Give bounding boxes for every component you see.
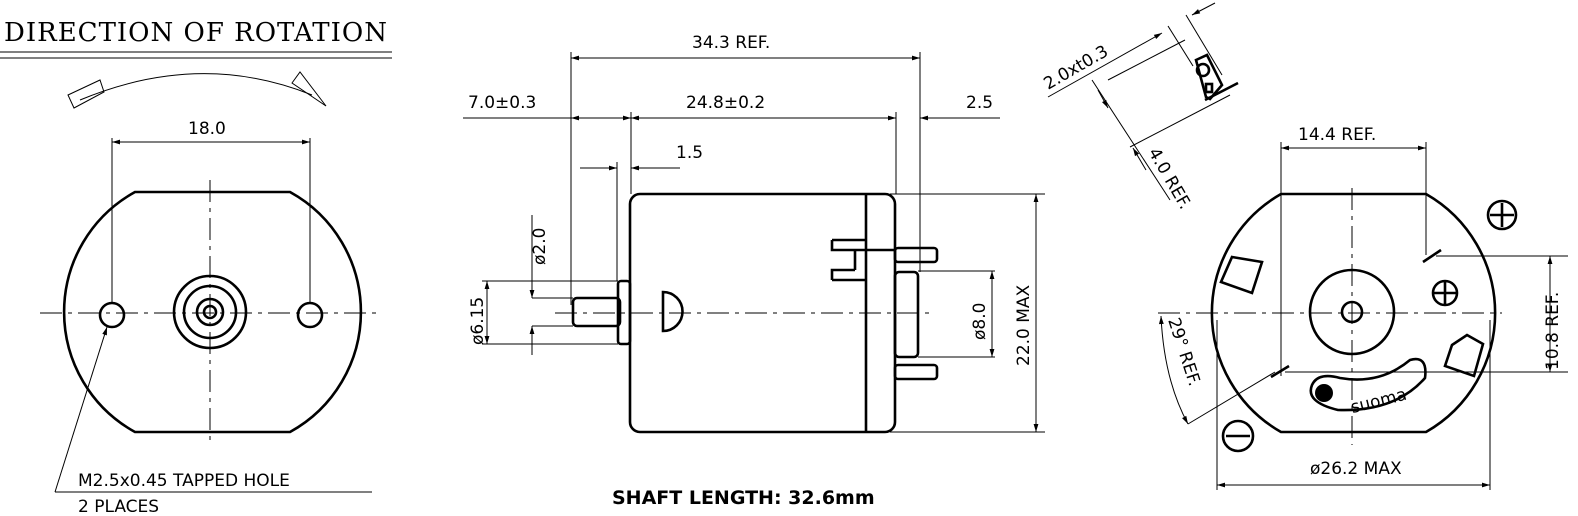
terminal-marks (1270, 248, 1442, 379)
terminal-size: 2.0xt0.3 (1041, 42, 1112, 95)
bushing-diameter: ø8.0 (970, 303, 990, 340)
side-view: 34.3 REF. 7.0±0.3 24.8±0.2 2.5 1.5 ø6.15… (463, 33, 1045, 509)
front-view: 18.0 M2.5x0.45 TAPPED HOLE 2 PLACES (40, 119, 380, 516)
rear-diameter: ø26.2 MAX (1310, 459, 1402, 479)
minus-icon (1221, 419, 1255, 453)
hole-note: M2.5x0.45 TAPPED HOLE (78, 471, 290, 491)
flange-dimension: 1.5 (676, 143, 703, 163)
flange-diameter: ø6.15 (468, 297, 488, 345)
shaft-extension-dimension: 7.0±0.3 (468, 93, 536, 113)
terminal-dimension: 2.5 (966, 93, 993, 113)
hole-note-places: 2 PLACES (78, 497, 159, 516)
shaft-length-note: SHAFT LENGTH: 32.6mm (612, 487, 875, 509)
body-diameter: 22.0 MAX (1014, 284, 1034, 366)
plus-icon (1431, 279, 1459, 307)
shaft-diameter: ø2.0 (530, 228, 550, 265)
brush-holder (1219, 255, 1485, 378)
terminal-detail: 2.0xt0.3 4.0 REF. (1041, 2, 1239, 213)
suoma-logo: suoma (1309, 357, 1427, 418)
terminal-spacing: 10.8 REF. (1543, 292, 1563, 370)
terminal-length: 4.0 REF. (1144, 145, 1195, 213)
flat-width-dimension: 14.4 REF. (1298, 125, 1376, 145)
svg-text:suoma: suoma (1349, 385, 1409, 418)
rotation-title: DIRECTION OF ROTATION (0, 18, 392, 59)
plus-icon (1486, 199, 1518, 231)
svg-text:DIRECTION OF ROTATION: DIRECTION OF ROTATION (4, 18, 388, 48)
angle-dimension: 29° REF. (1163, 315, 1204, 388)
rotation-arrow-icon (67, 71, 327, 109)
body-length-dimension: 24.8±0.2 (686, 93, 765, 113)
rear-view: suoma 14.4 REF. 10.8 REF. 29° REF. ø26 (1158, 125, 1568, 490)
width-dimension: 18.0 (188, 119, 226, 139)
overall-length-dimension: 34.3 REF. (692, 33, 770, 53)
